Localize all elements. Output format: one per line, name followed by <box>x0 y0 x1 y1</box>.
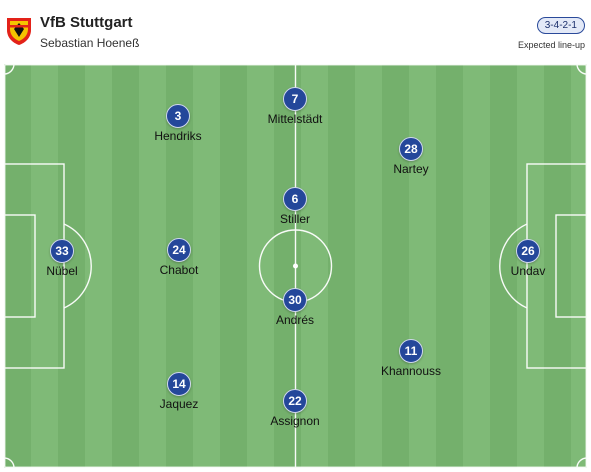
player-name: Andrés <box>275 313 315 327</box>
player-name: Assignon <box>270 414 320 428</box>
player-undav[interactable]: 26 Undav <box>483 239 573 278</box>
player-stiller[interactable]: 6 Stiller <box>250 187 340 226</box>
player-nartey[interactable]: 28 Nartey <box>366 137 456 176</box>
player-name: Hendriks <box>154 129 202 143</box>
coach-name[interactable]: Sebastian Hoeneß <box>40 36 140 50</box>
player-name: Stiller <box>279 212 310 226</box>
player-number-badge: 30 <box>283 288 307 312</box>
player-number-badge: 22 <box>283 389 307 413</box>
player-number-badge: 14 <box>167 372 191 396</box>
lineup-note: Expected line-up <box>517 40 585 50</box>
player-number-badge: 26 <box>516 239 540 263</box>
player-mittelstadt[interactable]: 7 Mittelstädt <box>250 87 340 126</box>
player-hendriks[interactable]: 3 Hendriks <box>133 104 223 143</box>
formation-badge: 3-4-2-1 <box>536 17 585 34</box>
player-khannouss[interactable]: 11 Khannouss <box>366 339 456 378</box>
player-name: Chabot <box>159 263 199 277</box>
player-name: Nartey <box>393 162 429 176</box>
player-number-badge: 24 <box>167 238 191 262</box>
player-number-badge: 11 <box>399 339 423 363</box>
player-name: Jaquez <box>159 397 199 411</box>
player-chabot[interactable]: 24 Chabot <box>134 238 224 277</box>
team-name[interactable]: VfB Stuttgart <box>40 14 133 31</box>
player-name: Undav <box>510 264 546 278</box>
pitch-markings <box>4 64 587 468</box>
player-number-badge: 3 <box>166 104 190 128</box>
player-number-badge: 28 <box>399 137 423 161</box>
player-jaquez[interactable]: 14 Jaquez <box>134 372 224 411</box>
player-name: Khannouss <box>380 364 442 378</box>
player-nubel[interactable]: 33 Nübel <box>17 239 107 278</box>
team-crest-icon <box>7 18 31 45</box>
player-number-badge: 33 <box>50 239 74 263</box>
football-pitch: 33 Nübel 3 Hendriks 24 Chabot 14 Jaquez … <box>4 64 587 468</box>
player-name: Mittelstädt <box>267 112 323 126</box>
player-number-badge: 7 <box>283 87 307 111</box>
team-header: VfB Stuttgart Sebastian Hoeneß 3-4-2-1 E… <box>0 0 591 62</box>
player-andres[interactable]: 30 Andrés <box>250 288 340 327</box>
player-name: Nübel <box>46 264 78 278</box>
player-number-badge: 6 <box>283 187 307 211</box>
player-assignon[interactable]: 22 Assignon <box>250 389 340 428</box>
